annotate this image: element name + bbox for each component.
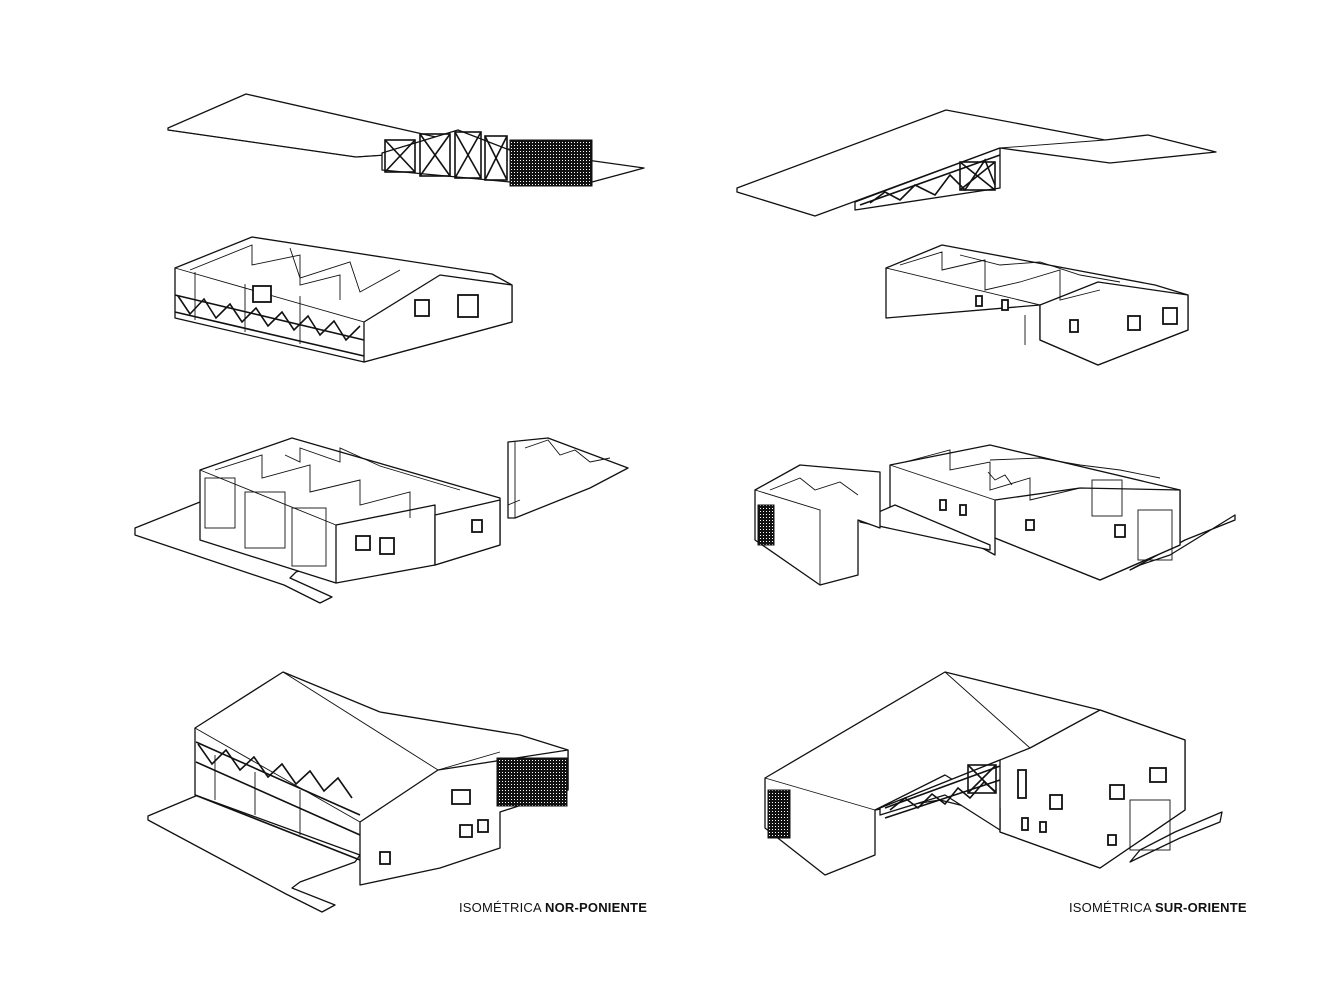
roof-sur-oriente <box>736 109 1217 217</box>
roof-nor-poniente <box>167 93 645 187</box>
caption-nor-poniente: ISOMÉTRICA NOR-PONIENTE <box>459 900 647 915</box>
caption-prefix: ISOMÉTRICA <box>459 900 542 915</box>
caption-orientation: NOR-PONIENTE <box>545 900 648 915</box>
upper-floor-sur-oriente <box>885 244 1189 366</box>
caption-prefix: ISOMÉTRICA <box>1069 900 1152 915</box>
caption-orientation: SUR-ORIENTE <box>1155 900 1247 915</box>
ground-floor-sur-oriente <box>754 444 1236 586</box>
complete-volume-nor-poniente <box>147 671 569 913</box>
complete-volume-sur-oriente <box>764 671 1223 876</box>
caption-sur-oriente: ISOMÉTRICA SUR-ORIENTE <box>1069 900 1247 915</box>
ground-floor-nor-poniente <box>134 437 629 604</box>
upper-floor-nor-poniente <box>174 236 513 363</box>
